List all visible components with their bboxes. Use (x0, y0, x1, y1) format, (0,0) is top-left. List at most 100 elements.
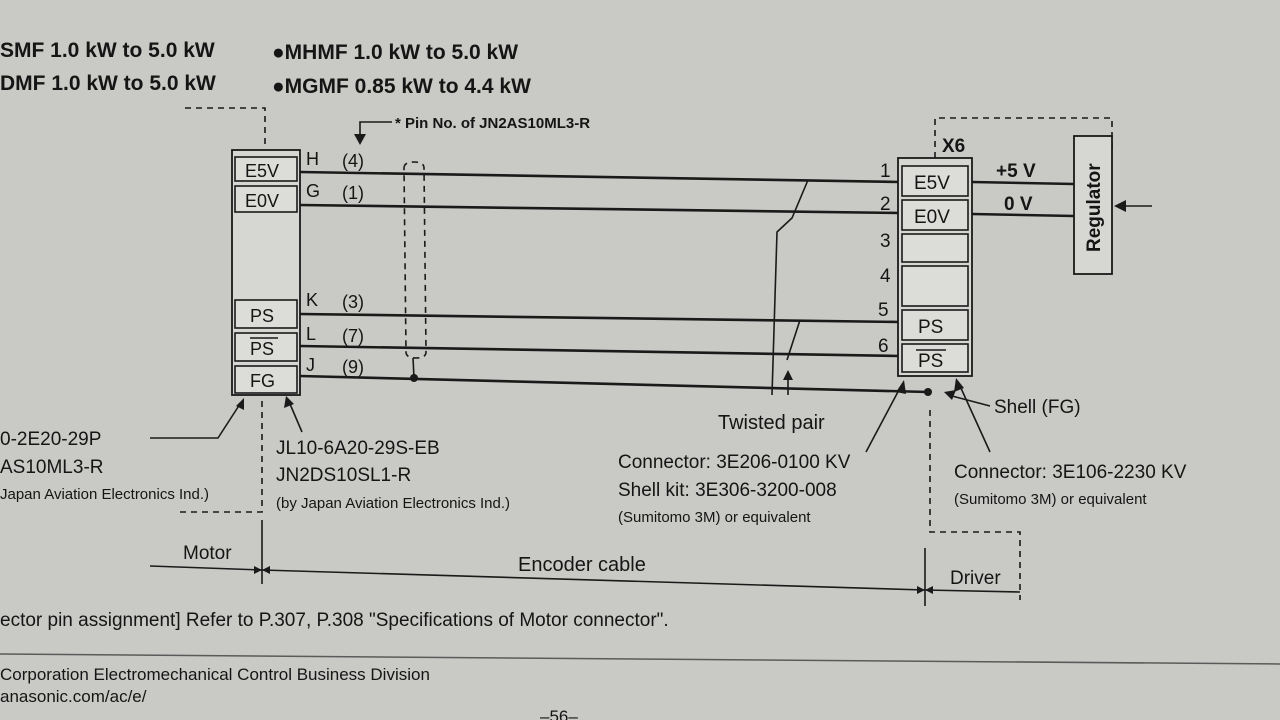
driver-pin-number: 3 (880, 231, 891, 252)
dim-arrow (917, 586, 925, 594)
driver-cell-4 (901, 265, 969, 307)
connector-a-line2: Shell kit: 3E306-3200-008 (618, 480, 837, 501)
wire-pin: J (306, 355, 315, 375)
dim-arrow (254, 566, 262, 574)
shell-fg-label: Shell (FG) (994, 397, 1081, 418)
connector-b-arrow (954, 378, 964, 392)
wire-ps (299, 312, 901, 324)
pin-note-arrow (354, 134, 366, 145)
wire-e5v (299, 170, 901, 184)
part-left-2: AS10ML3-R (0, 457, 104, 478)
part-left-3: Japan Aviation Electronics Ind.) (0, 486, 209, 503)
wire-pin: L (306, 324, 316, 344)
driver-cell-e0v (901, 199, 969, 231)
twisted-pair-label: Twisted pair (718, 412, 825, 434)
motor-label: Motor (183, 543, 232, 564)
driver-cell-3 (901, 233, 969, 263)
wire-pin-number: (4) (342, 151, 364, 171)
wire-pin-number: (9) (342, 357, 364, 377)
header-line2-left: DMF 1.0 kW to 5.0 kW (0, 72, 216, 95)
driver-cell-label: E0V (914, 207, 950, 228)
motor-cell-label: FG (250, 371, 275, 391)
motor-cell-ps (234, 299, 298, 329)
motor-cell-label: E0V (245, 191, 279, 211)
wire-e0v (299, 203, 901, 215)
driver-cell-label: E5V (914, 173, 950, 194)
connector-b-leader (959, 385, 991, 453)
driver-pin-number: 4 (880, 266, 891, 287)
connector-a-arrow (896, 380, 906, 394)
part-right-2: JN2DS10SL1-R (276, 465, 411, 486)
motor-cell-label: PS (250, 306, 274, 326)
motor-dimension-line (149, 565, 263, 571)
twisted-pair-a (771, 179, 809, 396)
driver-pin-number: 6 (878, 336, 889, 357)
part-right-1: JL10-6A20-29S-EB (276, 438, 440, 459)
dim-arrow (262, 566, 270, 574)
wire-plus5v (971, 180, 1075, 186)
motor-cell-label: PS (250, 339, 274, 359)
encoder-cable-label: Encoder cable (518, 554, 646, 576)
wire-ps-bar (299, 344, 901, 358)
part-left-leader (150, 403, 241, 439)
motor-cell-e0v (234, 185, 298, 213)
driver-cell-ps (901, 309, 969, 341)
driver-pin-number: 5 (878, 300, 889, 321)
driver-outline-top (934, 117, 1113, 158)
driver-connector-label: X6 (942, 136, 965, 157)
twisted-pair-arrow (783, 370, 793, 380)
zerov-label: 0 V (1004, 194, 1033, 215)
driver-pin-number: 2 (880, 194, 891, 215)
footer-divider (0, 653, 1280, 665)
pin-note-leader (359, 121, 392, 140)
motor-outline-bottom (180, 398, 263, 513)
connector-a-line3: (Sumitomo 3M) or equivalent (618, 509, 811, 526)
header-line1-right: ●MHMF 1.0 kW to 5.0 kW (272, 41, 518, 64)
dim-arrow (925, 586, 933, 594)
page-number: –56– (540, 707, 578, 720)
pin-note: * Pin No. of JN2AS10ML3-R (395, 115, 590, 132)
regulator-input-arrow (1114, 200, 1126, 212)
wire-pin-number: (1) (342, 183, 364, 203)
header-line2-right: ●MGMF 0.85 kW to 4.4 kW (272, 75, 531, 98)
part-left-arrow (236, 398, 244, 410)
motor-cell-fg (234, 365, 298, 394)
driver-label: Driver (950, 568, 1001, 589)
footer-url: anasonic.com/ac/e/ (0, 687, 147, 706)
footer-refer: ector pin assignment] Refer to P.307, P.… (0, 610, 669, 631)
motor-cell-e5v (234, 156, 298, 182)
driver-pin-number: 1 (880, 161, 891, 182)
part-left-1: 0-2E20-29P (0, 429, 101, 450)
wire-pin-number: (7) (342, 326, 364, 346)
connector-b-line2: (Sumitomo 3M) or equivalent (954, 491, 1147, 508)
part-right-3: (by Japan Aviation Electronics Ind.) (276, 495, 510, 512)
shell-junction (924, 388, 932, 396)
part-right-leader (289, 403, 303, 433)
shell-arrow (944, 390, 956, 400)
wire-pin: K (306, 290, 318, 310)
connector-a-leader (865, 387, 901, 453)
motor-cell-label: E5V (245, 161, 279, 181)
wire-pin-number: (3) (342, 292, 364, 312)
shield-junction (410, 374, 418, 382)
connector-a-line1: Connector: 3E206-0100 KV (618, 452, 851, 473)
plus5v-label: +5 V (996, 161, 1036, 182)
wire-pin: H (306, 149, 319, 169)
regulator-label: Regulator (1084, 163, 1105, 252)
driver-cell-e5v (901, 165, 969, 197)
wire-pin: G (306, 181, 320, 201)
encoder-dimension-line (261, 569, 926, 591)
shell-leader (951, 395, 991, 407)
footer-corporation: Corporation Electromechanical Control Bu… (0, 665, 430, 684)
header-line1-left: SMF 1.0 kW to 5.0 kW (0, 39, 215, 62)
driver-cell-label: PS (918, 351, 943, 372)
driver-cell-label: PS (918, 317, 943, 338)
connector-b-line1: Connector: 3E106-2230 KV (954, 462, 1187, 483)
wire-fg (299, 374, 929, 394)
part-right-arrow (284, 396, 294, 408)
driver-cell-ps-bar (901, 343, 969, 373)
driver-dimension-line (924, 589, 1021, 593)
twisted-pair-b (786, 319, 801, 361)
